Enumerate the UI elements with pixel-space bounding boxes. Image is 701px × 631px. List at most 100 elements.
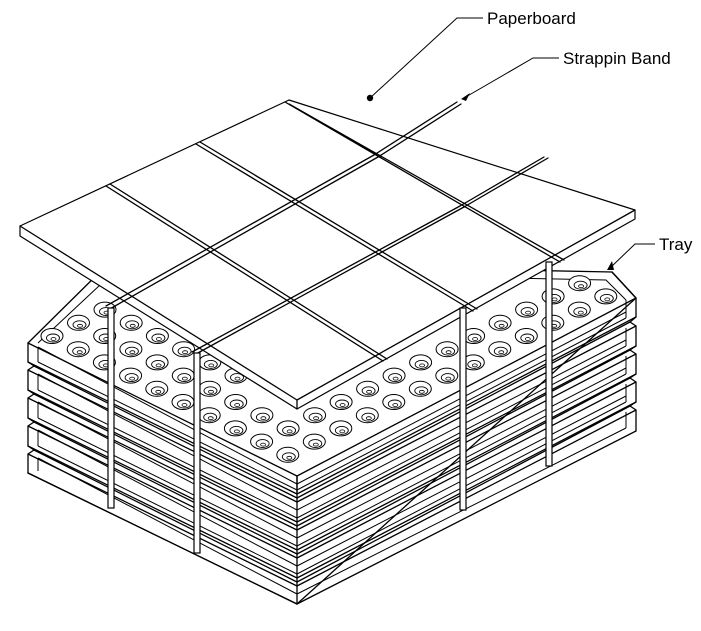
strapping-band-4 — [545, 261, 553, 467]
tray-well-bottom — [177, 373, 192, 383]
tray-well — [223, 420, 247, 437]
tray-well-hole — [77, 323, 83, 328]
tray-well-hole — [392, 376, 399, 381]
tray-well-bottom — [125, 320, 140, 330]
tray-well — [171, 394, 195, 410]
tray-well-bottom — [573, 280, 588, 290]
tray-well-bottom — [414, 386, 429, 396]
tray-well-hole — [471, 363, 478, 368]
tray-well-hole — [365, 416, 372, 421]
tray-well-hole — [498, 323, 505, 328]
tray-well-hole — [445, 376, 452, 381]
tray-well-hole — [260, 442, 267, 447]
label-strapping-band: Strappin Band — [563, 49, 671, 68]
tray-well-hole — [155, 337, 162, 341]
tray-well-bottom — [467, 359, 482, 369]
tray-well-bottom — [177, 346, 192, 356]
tray-well-bottom — [229, 399, 244, 409]
tray-well-hole — [208, 363, 215, 368]
tray-well-hole — [182, 350, 189, 355]
tray-well-bottom — [255, 439, 270, 449]
tray-well-bottom — [203, 412, 218, 422]
tray-well-hole — [129, 323, 136, 328]
callout-leader-line — [369, 17, 483, 99]
tray-well-hole — [525, 310, 531, 315]
tray-well-hole — [392, 403, 399, 407]
tray-well-hole — [312, 442, 319, 447]
tray-well-bottom — [177, 399, 191, 409]
tray-well — [355, 407, 379, 424]
tray-well-hole — [419, 363, 426, 368]
tray-well-bottom — [46, 333, 60, 343]
paperboard-sheet — [19, 99, 636, 410]
tray-well — [250, 407, 274, 424]
tray-well-bottom — [282, 425, 297, 435]
tray-well-bottom — [230, 373, 244, 383]
tray-well — [541, 314, 565, 331]
tray-well — [119, 367, 143, 384]
tray-well-bottom — [520, 307, 535, 317]
tray-well-bottom — [150, 386, 165, 396]
tray-well-bottom — [229, 425, 244, 435]
tray-well-bottom — [414, 359, 429, 369]
tray-well — [119, 341, 143, 358]
tray-well — [356, 380, 380, 397]
tray-well-bottom — [124, 346, 139, 356]
tray-well — [40, 328, 64, 344]
tray-well-hole — [472, 337, 479, 341]
tray-well-hole — [604, 297, 611, 302]
tray-well-hole — [129, 376, 136, 381]
tray-well — [171, 367, 195, 384]
tray-well — [302, 433, 326, 450]
callout-strapping-band: Strappin Band — [461, 49, 671, 101]
label-paperboard: Paperboard — [487, 9, 576, 28]
tray-well-hole — [76, 350, 83, 355]
tray-well-hole — [313, 416, 320, 421]
tray-well-bottom — [493, 346, 508, 356]
tray-well — [276, 420, 300, 437]
tray-well-hole — [50, 337, 57, 341]
tray-well — [515, 301, 539, 318]
tray-well-hole — [129, 350, 136, 355]
tray-well — [408, 380, 432, 397]
tray-well-hole — [498, 350, 505, 355]
paperboard-grid — [105, 101, 565, 362]
tray-well — [67, 314, 90, 331]
tray-well-bottom — [124, 373, 139, 383]
callout-leader-line — [463, 57, 559, 99]
tray-stack-left-profile — [27, 342, 39, 474]
tray-well — [276, 446, 300, 463]
tray-well — [409, 354, 433, 371]
tray-well-bottom — [361, 412, 376, 422]
tray-well-bottom — [440, 373, 455, 383]
tray-well-bottom — [441, 346, 456, 356]
tray-well-bottom — [334, 425, 349, 435]
tray-well-bottom — [494, 320, 509, 330]
strapping-band-1 — [107, 307, 115, 509]
tray-well-bottom — [387, 399, 402, 409]
tray-well-bottom — [361, 386, 376, 396]
strapping-bands — [107, 261, 553, 554]
tray-well-hole — [155, 363, 162, 368]
tray-well-bottom — [151, 359, 166, 369]
tray-well-bottom — [255, 412, 270, 422]
tray-layers-left-faces — [27, 342, 298, 605]
tray-well — [382, 367, 406, 384]
callout-leader-line — [609, 243, 655, 269]
tray-well — [541, 288, 565, 305]
tray-well-hole — [207, 416, 214, 421]
tray-well-bottom — [308, 439, 323, 449]
label-tray: Tray — [659, 235, 693, 254]
tray-well-hole — [234, 403, 241, 407]
tray-well — [172, 341, 196, 358]
tray-well-hole — [339, 403, 346, 407]
tray-wells — [40, 275, 618, 463]
tray-well — [145, 380, 169, 397]
tray-well — [119, 314, 143, 331]
tray-well-hole — [181, 376, 188, 381]
tray-well-hole — [286, 455, 293, 460]
tray-well-bottom — [335, 399, 350, 409]
tray-well-hole — [577, 310, 584, 315]
tray-well-hole — [260, 416, 267, 421]
